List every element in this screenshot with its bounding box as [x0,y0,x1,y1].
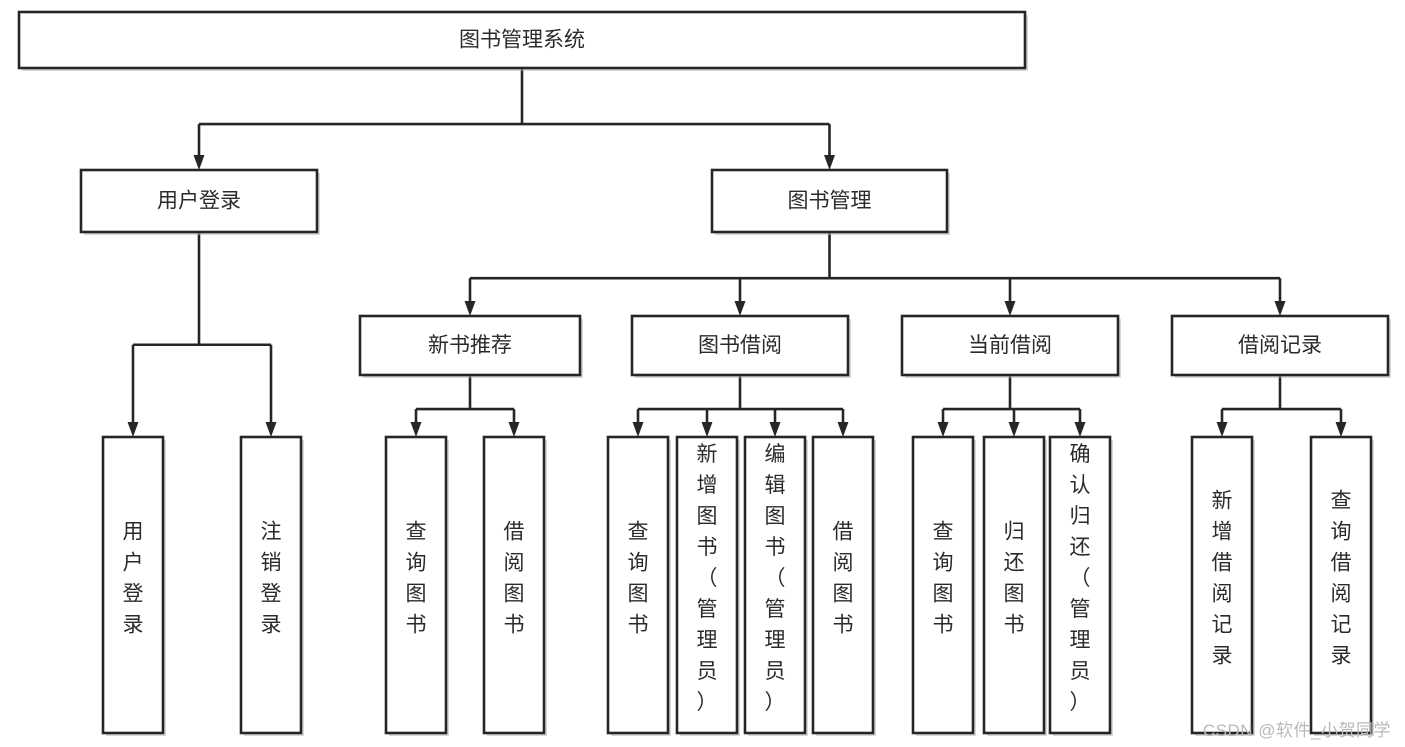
node-label-leaf-query-borrow-record: 查询借阅记录 [1331,490,1352,668]
node-box-root[interactable] [17,10,1027,70]
node-label-leaf-confirm-return-admin: 确认归还（管理员） [1070,443,1091,714]
node-label-leaf-borrow-book-recommend: 借阅图书 [504,521,525,637]
node-label-leaf-user-logout: 注销登录 [261,521,282,637]
node-label-new-book-recommend: 新书推荐 [428,334,512,357]
node-label-current-borrow: 当前借阅 [968,334,1052,357]
node-label-user-login: 用户登录 [157,190,241,213]
node-label-leaf-add-borrow-record: 新增借阅记录 [1212,490,1233,668]
node-label-leaf-edit-book-admin: 编辑图书（管理员） [765,443,786,714]
node-label-book-management: 图书管理 [788,190,872,213]
node-label-leaf-query-book-current: 查询图书 [933,521,954,637]
node-box-leaf-query-book-borrow[interactable] [606,435,670,735]
node-box-leaf-user-login[interactable] [101,435,165,735]
node-box-leaf-confirm-return-admin[interactable] [1048,435,1112,735]
node-label-leaf-query-book-borrow: 查询图书 [628,521,649,637]
node-label-root: 图书管理系统 [459,29,585,52]
node-box-book-borrow[interactable] [630,314,850,377]
node-label-leaf-user-login: 用户登录 [123,521,144,637]
node-box-user-login[interactable] [79,168,319,234]
node-box-leaf-query-book-recommend[interactable] [384,435,448,735]
node-box-leaf-add-borrow-record[interactable] [1190,435,1254,735]
node-box-borrow-record[interactable] [1170,314,1390,377]
node-label-leaf-query-book-recommend: 查询图书 [406,521,427,637]
node-label-borrow-record: 借阅记录 [1238,334,1322,357]
node-box-leaf-query-borrow-record[interactable] [1309,435,1373,735]
node-box-current-borrow[interactable] [900,314,1120,377]
node-label-leaf-add-book-admin: 新增图书（管理员） [697,443,718,714]
node-label-leaf-borrow-book: 借阅图书 [833,521,854,637]
node-box-leaf-borrow-book[interactable] [811,435,875,735]
node-box-leaf-borrow-book-recommend[interactable] [482,435,546,735]
node-box-leaf-edit-book-admin[interactable] [743,435,807,735]
node-box-leaf-user-logout[interactable] [239,435,303,735]
node-box-leaf-add-book-admin[interactable] [675,435,739,735]
node-box-leaf-query-book-current[interactable] [911,435,975,735]
node-box-book-management[interactable] [710,168,949,234]
node-box-leaf-return-book[interactable] [982,435,1046,735]
node-label-leaf-return-book: 归还图书 [1004,521,1025,637]
node-box-new-book-recommend[interactable] [358,314,582,377]
node-label-book-borrow: 图书借阅 [698,334,782,357]
